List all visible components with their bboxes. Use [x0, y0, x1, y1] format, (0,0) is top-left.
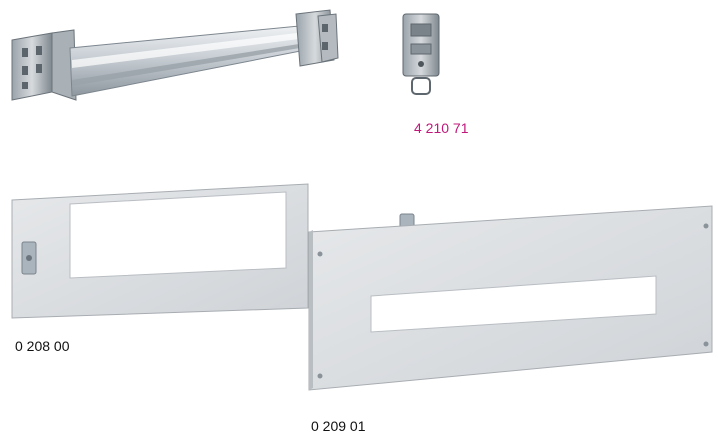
clip-image — [402, 13, 440, 95]
rail-bracket-image — [11, 9, 339, 101]
plate-2-reference-label: 0 209 01 — [311, 418, 366, 434]
clip-reference-label: 4 210 71 — [414, 120, 469, 136]
plate-2-image — [308, 205, 713, 391]
plate-1-reference-label: 0 208 00 — [15, 338, 70, 354]
